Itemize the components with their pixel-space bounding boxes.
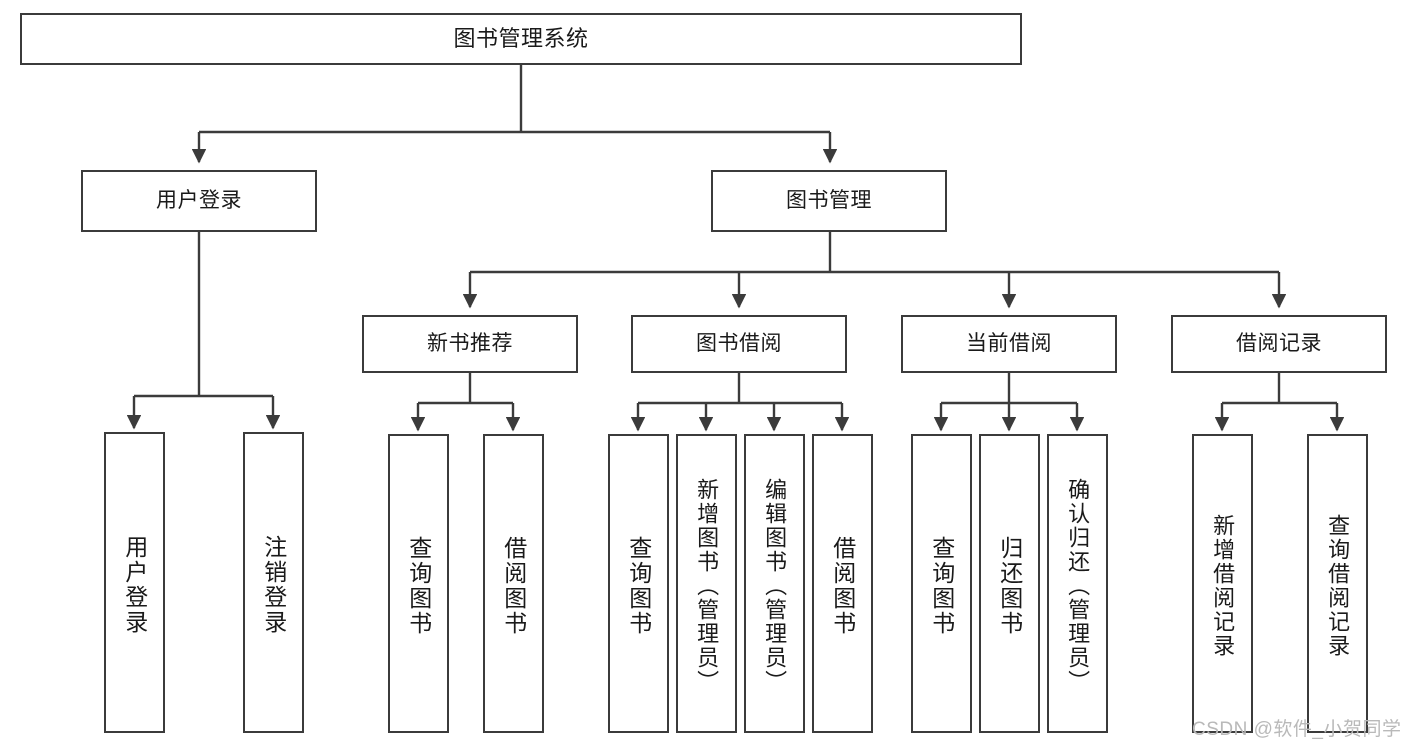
node-user-login[interactable]: 用户登录 [81, 170, 317, 232]
node-leaf-borrow-book-1-label: 借阅图书 [500, 535, 527, 636]
node-leaf-edit-book[interactable]: 编辑图书（管理员） [744, 434, 805, 733]
node-leaf-query-book-2-label: 查询图书 [625, 535, 652, 636]
node-leaf-user-login[interactable]: 用户登录 [104, 432, 165, 733]
node-leaf-user-login-label: 用户登录 [121, 534, 148, 635]
node-leaf-borrow-book-1[interactable]: 借阅图书 [483, 434, 544, 733]
node-leaf-add-record[interactable]: 新增借阅记录 [1192, 434, 1253, 733]
node-current-borrow-label: 当前借阅 [966, 331, 1052, 355]
node-leaf-query-record[interactable]: 查询借阅记录 [1307, 434, 1368, 733]
node-root[interactable]: 图书管理系统 [20, 13, 1022, 65]
csdn-watermark: CSDN @软件_小贺同学 [1192, 719, 1402, 740]
node-leaf-query-book-3[interactable]: 查询图书 [911, 434, 972, 733]
node-leaf-logout-login[interactable]: 注销登录 [243, 432, 304, 733]
node-book-borrow[interactable]: 图书借阅 [631, 315, 847, 373]
node-leaf-confirm-return-label: 确认归还（管理员） [1065, 477, 1091, 694]
node-leaf-add-record-label: 新增借阅记录 [1210, 513, 1236, 658]
node-current-borrow[interactable]: 当前借阅 [901, 315, 1117, 373]
node-leaf-confirm-return[interactable]: 确认归还（管理员） [1047, 434, 1108, 733]
node-leaf-query-book-3-label: 查询图书 [928, 535, 955, 636]
node-book-borrow-label: 图书借阅 [696, 331, 782, 355]
node-book-manage[interactable]: 图书管理 [711, 170, 947, 232]
node-leaf-query-record-label: 查询借阅记录 [1325, 513, 1351, 658]
node-borrow-record-label: 借阅记录 [1236, 331, 1322, 355]
node-leaf-add-book-label: 新增图书（管理员） [694, 477, 720, 694]
node-leaf-edit-book-label: 编辑图书（管理员） [762, 477, 788, 694]
node-leaf-borrow-book-2-label: 借阅图书 [829, 535, 856, 636]
node-book-manage-label: 图书管理 [786, 188, 872, 212]
node-leaf-return-book-label: 归还图书 [996, 535, 1023, 636]
node-leaf-query-book-1-label: 查询图书 [405, 535, 432, 636]
node-user-login-label: 用户登录 [156, 188, 242, 212]
node-leaf-query-book-2[interactable]: 查询图书 [608, 434, 669, 733]
node-leaf-return-book[interactable]: 归还图书 [979, 434, 1040, 733]
node-root-label: 图书管理系统 [453, 26, 589, 52]
node-leaf-query-book-1[interactable]: 查询图书 [388, 434, 449, 733]
node-leaf-logout-login-label: 注销登录 [260, 534, 287, 635]
node-new-book-recommend-label: 新书推荐 [427, 331, 513, 355]
node-new-book-recommend[interactable]: 新书推荐 [362, 315, 578, 373]
node-leaf-borrow-book-2[interactable]: 借阅图书 [812, 434, 873, 733]
node-leaf-add-book[interactable]: 新增图书（管理员） [676, 434, 737, 733]
node-borrow-record[interactable]: 借阅记录 [1171, 315, 1387, 373]
